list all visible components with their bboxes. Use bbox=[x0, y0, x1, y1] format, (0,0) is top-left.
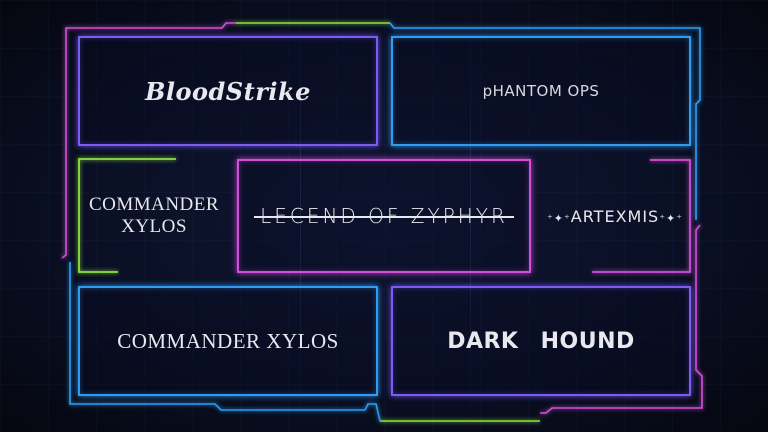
logo-card-phantom-ops[interactable]: pHANTOM OPS bbox=[391, 36, 691, 146]
logo-text-artexmis: ⁺✦⁺ARTEXMIS⁺✦⁺ bbox=[547, 207, 683, 226]
sparkles-icon: ⁺✦⁺ bbox=[659, 211, 684, 225]
logo-text-bloodstrike: BloodStrike bbox=[145, 76, 311, 106]
logo-card-bloodstrike[interactable]: BloodStrike bbox=[78, 36, 378, 146]
logo-card-artexmis[interactable]: ⁺✦⁺ARTEXMIS⁺✦⁺ bbox=[540, 160, 690, 272]
logo-card-dark-hound[interactable]: DARK HOUND bbox=[391, 286, 691, 396]
sparkles-icon: ⁺✦⁺ bbox=[546, 211, 571, 225]
logo-card-commander-xylos-wide[interactable]: COMMANDER XYLOS bbox=[78, 286, 378, 396]
logo-text-dark-hound: DARK HOUND bbox=[447, 328, 635, 354]
logo-text-commander-xylos-stacked: COMMANDER XYLOS bbox=[89, 194, 219, 238]
logo-text-line-1: COMMANDER bbox=[88, 194, 220, 215]
logo-text-phantom-ops: pHANTOM OPS bbox=[482, 82, 600, 100]
logo-card-commander-xylos-stacked[interactable]: COMMANDER XYLOS bbox=[80, 160, 228, 272]
strikethrough-line bbox=[254, 216, 514, 218]
logo-text-commander-xylos-wide: COMMANDER XYLOS bbox=[117, 328, 339, 353]
logo-card-legend-of-zyphyr[interactable]: LECEND OF ZYPHYR bbox=[237, 159, 531, 273]
logo-text-artexmis-label: ARTEXMIS bbox=[570, 206, 660, 226]
logo-text-legend-of-zyphyr: LECEND OF ZYPHYR bbox=[254, 204, 514, 228]
logo-text-line-2: XYLOS bbox=[121, 216, 187, 237]
